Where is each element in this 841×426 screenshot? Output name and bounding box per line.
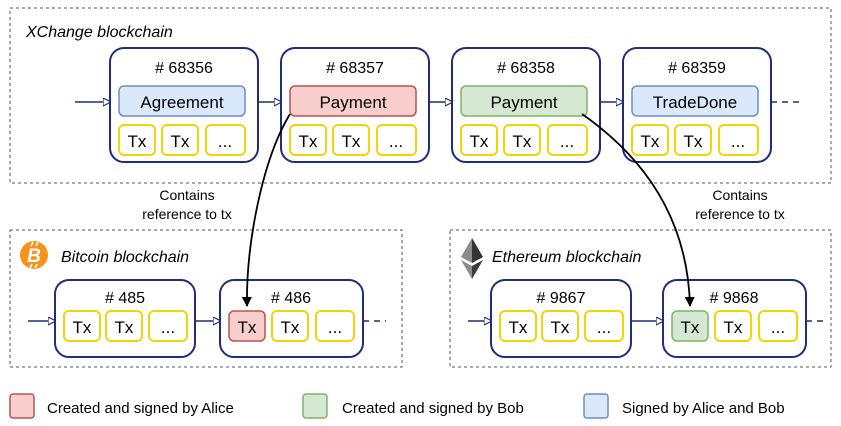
bitcoin-region: B Bitcoin blockchain # 485 Tx Tx ... # 4… bbox=[9, 229, 403, 368]
block-number: # 68356 bbox=[155, 60, 213, 77]
block-type-label: TradeDone bbox=[653, 93, 737, 112]
tx-box bbox=[460, 124, 498, 156]
legend-label-bob: Created and signed by Bob bbox=[342, 400, 524, 417]
tx-label: Tx bbox=[551, 318, 570, 337]
tx-label: Tx bbox=[73, 318, 92, 337]
tx-box bbox=[499, 310, 537, 342]
annotation-right-line2: reference to tx bbox=[695, 206, 785, 222]
block-type-box bbox=[631, 85, 759, 117]
tx-box bbox=[758, 310, 798, 342]
annotation-left-line1: Contains bbox=[159, 187, 214, 203]
block-number: # 68359 bbox=[668, 60, 726, 77]
tx-box bbox=[63, 310, 101, 342]
tx-label: Tx bbox=[342, 132, 361, 151]
bitcoin-logo-icon: B bbox=[20, 241, 48, 269]
block-type-box bbox=[118, 85, 246, 117]
xchange-region-frame bbox=[9, 7, 832, 184]
block-number: # 9868 bbox=[710, 290, 759, 307]
tx-box-bob bbox=[671, 310, 709, 342]
block-type-box bbox=[289, 85, 417, 117]
tx-label: Tx bbox=[509, 318, 528, 337]
annotation-left-line2: reference to tx bbox=[142, 206, 232, 222]
ethereum-block: # 9867 Tx Tx ... bbox=[490, 279, 632, 358]
block-type-label: Payment bbox=[319, 93, 386, 112]
tx-label: Tx bbox=[238, 318, 257, 337]
reference-arrow-alice bbox=[241, 113, 291, 307]
block-number: # 68358 bbox=[497, 60, 555, 77]
legend: Created and signed by Alice Created and … bbox=[9, 393, 785, 419]
tx-label: ... bbox=[328, 318, 342, 337]
tx-label: Tx bbox=[470, 132, 489, 151]
xchange-block: # 68356 Agreement Tx Tx ... bbox=[109, 47, 259, 163]
tx-box bbox=[161, 124, 199, 156]
tx-label: ... bbox=[161, 318, 175, 337]
tx-label: ... bbox=[389, 132, 403, 151]
tx-label: Tx bbox=[724, 318, 743, 337]
tx-label: Tx bbox=[299, 132, 318, 151]
block-type-label: Payment bbox=[490, 93, 557, 112]
block-number: # 68357 bbox=[326, 60, 384, 77]
block-type-label: Agreement bbox=[140, 93, 223, 112]
tx-label: ... bbox=[771, 318, 785, 337]
block-type-box bbox=[460, 85, 588, 117]
tx-box-alice bbox=[228, 310, 266, 342]
tx-box bbox=[205, 124, 246, 156]
xchange-block: # 68359 TradeDone Tx Tx ... bbox=[622, 47, 772, 163]
legend-swatch-both bbox=[583, 393, 609, 419]
xchange-block: # 68358 Payment Tx Tx ... bbox=[451, 47, 601, 163]
block-number: # 9867 bbox=[537, 290, 586, 307]
tx-label: Tx bbox=[681, 318, 700, 337]
tx-box bbox=[148, 310, 188, 342]
tx-label: Tx bbox=[115, 318, 134, 337]
tx-label: Tx bbox=[513, 132, 532, 151]
tx-box bbox=[631, 124, 669, 156]
ethereum-region-frame bbox=[449, 229, 832, 368]
tx-box bbox=[547, 124, 588, 156]
tx-label: Tx bbox=[281, 318, 300, 337]
tx-box bbox=[718, 124, 759, 156]
tx-label: ... bbox=[597, 318, 611, 337]
reference-arrow-bob bbox=[581, 113, 695, 307]
block-number: # 486 bbox=[271, 290, 311, 307]
tx-label: ... bbox=[218, 132, 232, 151]
tx-box bbox=[674, 124, 712, 156]
legend-swatch-bob bbox=[302, 393, 328, 419]
tx-label: Tx bbox=[641, 132, 660, 151]
legend-label-alice: Created and signed by Alice bbox=[47, 400, 234, 417]
xchange-region: XChange blockchain # 68356 Agreement Tx … bbox=[9, 7, 832, 184]
tx-label: Tx bbox=[128, 132, 147, 151]
bitcoin-region-title: Bitcoin blockchain bbox=[61, 249, 189, 266]
tx-label: Tx bbox=[171, 132, 190, 151]
tx-label: ... bbox=[560, 132, 574, 151]
tx-box bbox=[376, 124, 417, 156]
ethereum-region: Ethereum blockchain # 9867 Tx Tx ... # 9… bbox=[449, 229, 832, 368]
annotation-right-line1: Contains bbox=[712, 187, 767, 203]
tx-box bbox=[271, 310, 309, 342]
xchange-region-title: XChange blockchain bbox=[25, 24, 173, 41]
tx-box bbox=[315, 310, 355, 342]
ethereum-region-title: Ethereum blockchain bbox=[492, 249, 642, 266]
ethereum-logo-icon bbox=[461, 238, 483, 279]
tx-box bbox=[541, 310, 579, 342]
tx-label: Tx bbox=[684, 132, 703, 151]
tx-box bbox=[289, 124, 327, 156]
xchange-block: # 68357 Payment Tx Tx ... bbox=[280, 47, 430, 163]
ethereum-block: # 9868 Tx Tx ... bbox=[662, 279, 807, 358]
tx-label: ... bbox=[731, 132, 745, 151]
legend-label-both: Signed by Alice and Bob bbox=[622, 400, 785, 417]
svg-text:B: B bbox=[27, 246, 41, 267]
tx-box bbox=[105, 310, 143, 342]
legend-swatch-alice bbox=[9, 393, 35, 419]
tx-box bbox=[118, 124, 156, 156]
tx-box bbox=[332, 124, 370, 156]
bitcoin-block: # 486 Tx Tx ... bbox=[219, 279, 364, 358]
bitcoin-block: # 485 Tx Tx ... bbox=[54, 279, 196, 358]
block-number: # 485 bbox=[105, 290, 145, 307]
tx-box bbox=[503, 124, 541, 156]
tx-box bbox=[584, 310, 624, 342]
tx-box bbox=[714, 310, 752, 342]
